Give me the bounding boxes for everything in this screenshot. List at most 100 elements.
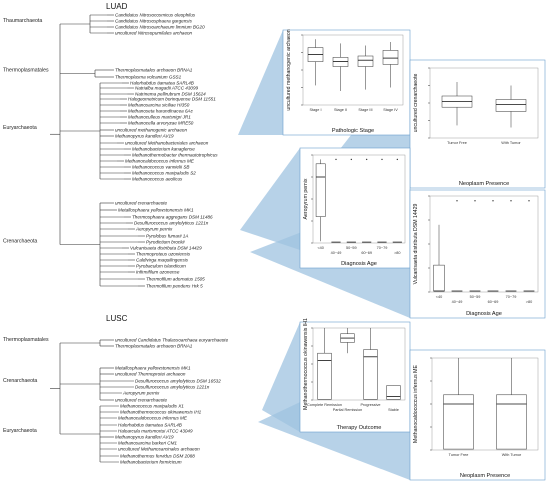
tree-leaf-label: Methanothermobacter thermautotrophicus: [132, 153, 218, 158]
x-tick-label: Stage I: [309, 108, 321, 112]
tree-leaf-label: Methanococcus vannielii SB: [132, 165, 189, 170]
tree-leaf-label: Haloarcula marismortui ATCC 43049: [118, 429, 193, 434]
tree-leaf-label: Methanothermus fervidus DSM 2088: [120, 454, 195, 459]
tree-leaf-label: Methanopyrus kandleri AV19: [115, 134, 174, 139]
tree-leaf-label: Candidatus Nitrosoarchaeum limnium BG20: [115, 25, 205, 30]
x-tick-label: With Tumor: [501, 141, 521, 145]
tree-leaf-label: uncultured Thermoprotei archaeon: [115, 372, 186, 377]
x-tick-label: Stage II: [334, 108, 347, 112]
tree-leaf-label: Halogeometricum borinquense DSM 11551: [128, 97, 216, 102]
x-tick-label: >80: [526, 300, 532, 304]
tree-leaf-label: uncultured crenarchaeote: [115, 201, 168, 206]
tree-leaf-label: Methanocaldococcus infernus ME: [125, 159, 195, 164]
tree-leaf-label: uncultured Methanobacteriales archaeon: [125, 141, 209, 146]
box: [386, 385, 401, 400]
section-title-luad: LUAD: [106, 2, 128, 11]
outlier-point: [456, 200, 458, 202]
tree-leaf-label: uncultured methanogenic archaeon: [115, 128, 187, 133]
wedge-p3: [240, 148, 300, 250]
x-tick-label: <40: [317, 246, 323, 250]
x-axis-title: Neoplasm Presence: [460, 473, 510, 479]
tree-leaf-label: Vulcanisaeta distributa DSM 14429: [130, 246, 202, 251]
tree-leaf-label: Natrialba magadii ATCC 43099: [135, 86, 199, 91]
x-axis-title: Therapy Outcome: [337, 425, 382, 431]
x-tick-label: 70~79: [377, 246, 388, 250]
tree-leaf-label: Methanobacterium kanaglense: [132, 147, 195, 152]
boxplot-panels: Stage I Stage II Stage III Stage IV Patholog…: [282, 29, 546, 481]
tree-leaf-label: Candidatus Nitrosocosmicus oleophilus: [115, 13, 196, 18]
tree-leaf-label: Methanosarcina barkeri CM1: [118, 441, 177, 446]
y-axis-title: Vulcanisaeta distributa DSM 14429: [413, 203, 419, 284]
tree-leaf-label: Methanococcus maripaludis S2: [132, 171, 196, 176]
x-axis-title: Diagnosis Age: [466, 311, 502, 317]
tree-leaf-label: Methanococcus maripaludis X1: [120, 404, 184, 409]
x-tick-label: 60~69: [488, 300, 499, 304]
phylum-label: Thaumarchaeota: [3, 18, 42, 24]
x-tick-label: >80: [394, 251, 400, 255]
plot-area: [302, 34, 404, 106]
x-tick-label: <40: [436, 295, 442, 299]
x-tick-label: With Tumor: [502, 453, 522, 457]
tree-leaf-label: Infirmifilum uzonense: [136, 270, 180, 275]
tree-leaf-label: Thermofilum adornatus 1505: [146, 277, 205, 282]
tree-leaf-label: Desulfurococcus amylolyticus 1221n: [134, 221, 209, 226]
tree-leaf-label: Methanocaldococcus infernus ME: [118, 416, 188, 421]
tree-leaf-label: Candidatus Nitrososphaera gargensis: [115, 19, 193, 24]
x-tick-label: Tumor Free: [447, 141, 467, 145]
tree-leaf-label: Halorhabdus tiamatea SARL4B: [130, 81, 194, 86]
box: [357, 55, 374, 67]
wedge-p5: [262, 322, 300, 432]
x-axis-title: Neoplasm Presence: [459, 181, 509, 187]
box: [433, 264, 445, 292]
phylum-label: Crenarchaeota: [3, 239, 37, 245]
tree-leaf-label: Thermoplasma volcanium GSS1: [115, 75, 182, 80]
x-tick-label: Progressive: [360, 403, 380, 407]
outlier-point: [492, 200, 494, 202]
y-axis-title: uncultured crenarchaeote: [413, 73, 419, 132]
tree-leaf-label: uncultured Methanosarcinales archaeon: [118, 447, 200, 452]
tree-leaf-label: uncultured crenarchaeote: [115, 398, 168, 403]
luad-phylogenetic-tree: Candidatus Nitrosocosmicus oleophilusCan…: [3, 13, 218, 289]
tree-leaf-label: Methanococcus aeolicus: [132, 177, 183, 182]
tree-leaf-label: Methanocella arvoryzae MRE50: [128, 121, 194, 126]
x-tick-label: Stable: [388, 408, 399, 412]
tree-leaf-label: Aeropyrum pernix: [135, 227, 173, 232]
tree-leaf-label: Thermoplasmatales archaeon BRNA1: [115, 68, 193, 73]
tree-leaf-label: Methanosarcina siciliae HI350: [128, 103, 190, 108]
x-tick-label: Stage III: [358, 108, 372, 112]
x-tick-label: Stage IV: [383, 108, 398, 112]
outlier-point: [335, 158, 337, 161]
tree-leaf-label: Thermosphaera aggregans DSM 11486: [132, 215, 213, 220]
x-tick-label: Partial Remission: [333, 408, 363, 412]
x-tick-label: 50~59: [470, 295, 481, 299]
tree-leaf-label: uncultured Candidatus Thalassoarchaea eu…: [115, 338, 229, 343]
y-axis-title: uncultured methanogenic archaeon: [286, 29, 292, 110]
tree-leaf-label: Desulfurococcus amylolyticus 1221n: [135, 385, 210, 390]
x-tick-label: 50~59: [346, 246, 357, 250]
phylum-label: Thermoplasmatales: [3, 68, 49, 74]
x-axis-title: Diagnosis Age: [341, 261, 377, 267]
tree-leaf-label: uncultured Nitrosopumilales archaeon: [115, 31, 193, 36]
tree-leaf-label: Thermoproteus uzoniensis: [136, 252, 191, 257]
outlier-point: [474, 200, 476, 202]
tree-leaf-label: Metallosphaera yellowstonensis MK1: [118, 208, 194, 213]
tree-leaf-label: Pyrolobus fumarii 1A: [146, 234, 188, 239]
tree-leaf-label: Methanoculleus marisnigri JR1: [128, 115, 191, 120]
outlier-point: [510, 200, 512, 202]
x-tick-label: 60~69: [361, 251, 372, 255]
tree-leaf-label: Caldivirga maquilingensis: [136, 258, 189, 263]
outlier-point: [381, 158, 383, 161]
x-axis-title: Pathologic Stage: [332, 128, 374, 134]
box: [315, 163, 326, 217]
tree-leaf-label: Methanoseta harundinacea 6Ac: [128, 109, 194, 114]
wedge-p1: [238, 30, 283, 135]
tree-leaf-label: Methanothermococcus okinawensis IH1: [120, 410, 202, 415]
tree-leaf-label: Pyrobaculum islandicum: [136, 264, 186, 269]
box: [317, 352, 332, 400]
tree-leaf-label: Metallosphaera yellowstonensis MK1: [115, 366, 191, 371]
phylum-label: Euryarchaeota: [3, 428, 37, 434]
box: [495, 99, 527, 112]
